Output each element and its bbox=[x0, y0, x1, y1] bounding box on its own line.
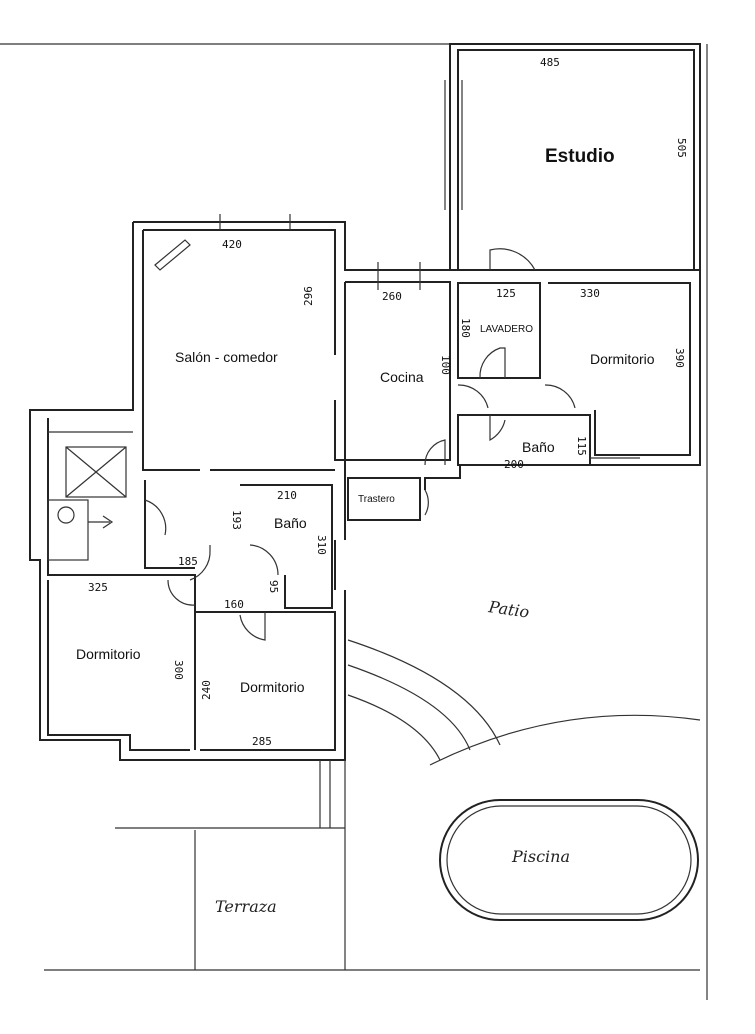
dim-dorm-sw-w: 325 bbox=[88, 581, 108, 594]
room-label-dormitorio-s: Dormitorio bbox=[240, 679, 305, 695]
dim-estudio-w: 485 bbox=[540, 56, 560, 69]
room-label-trastero: Trastero bbox=[358, 494, 395, 505]
pool bbox=[439, 799, 699, 921]
dim-dorm-ne-h: 390 bbox=[673, 348, 686, 368]
dim-bano-c-h: 310 bbox=[315, 535, 328, 555]
dim-hall-b: 185 bbox=[178, 555, 198, 568]
dim-salon-w: 420 bbox=[222, 238, 242, 251]
room-label-bano-e: Baño bbox=[522, 439, 555, 455]
patio-curves bbox=[115, 639, 701, 970]
house-walls bbox=[29, 214, 701, 761]
dim-dorm-sw-h: 300 bbox=[172, 660, 185, 680]
dim-bano-e-w: 200 bbox=[504, 458, 524, 471]
dim-salon-h: 296 bbox=[302, 286, 315, 306]
room-label-terraza: Terraza bbox=[215, 897, 277, 916]
room-label-salon: Salón - comedor bbox=[175, 349, 278, 365]
dim-lavadero-w: 125 bbox=[496, 287, 516, 300]
dim-dorm-s-h: 240 bbox=[200, 680, 213, 700]
room-label-cocina: Cocina bbox=[380, 369, 424, 385]
dim-hall-c: 160 bbox=[224, 598, 244, 611]
room-label-lavadero: LAVADERO bbox=[480, 324, 533, 335]
shower-fixture bbox=[47, 431, 133, 561]
room-label-dormitorio-sw: Dormitorio bbox=[76, 646, 141, 662]
room-label-bano-c: Baño bbox=[274, 515, 307, 531]
room-label-estudio: Estudio bbox=[545, 146, 615, 167]
dim-dorm-s-w: 285 bbox=[252, 735, 272, 748]
dim-estudio-h: 505 bbox=[675, 138, 688, 158]
dim-hall-d: 95 bbox=[267, 580, 280, 593]
dim-lavadero-h: 180 bbox=[459, 318, 472, 338]
dim-cocina-h: 100 bbox=[439, 355, 452, 375]
dim-bano-e-h: 115 bbox=[575, 436, 588, 456]
room-label-patio: Patio bbox=[486, 597, 530, 622]
dim-bano-c-w: 210 bbox=[277, 489, 297, 502]
fireplace bbox=[154, 239, 191, 271]
dim-hall-a: 193 bbox=[230, 510, 243, 530]
dim-cocina-w: 260 bbox=[382, 290, 402, 303]
doors bbox=[144, 248, 576, 641]
room-label-piscina: Piscina bbox=[511, 847, 570, 866]
dim-dorm-ne-w: 330 bbox=[580, 287, 600, 300]
room-label-dormitorio-ne: Dormitorio bbox=[590, 351, 655, 367]
